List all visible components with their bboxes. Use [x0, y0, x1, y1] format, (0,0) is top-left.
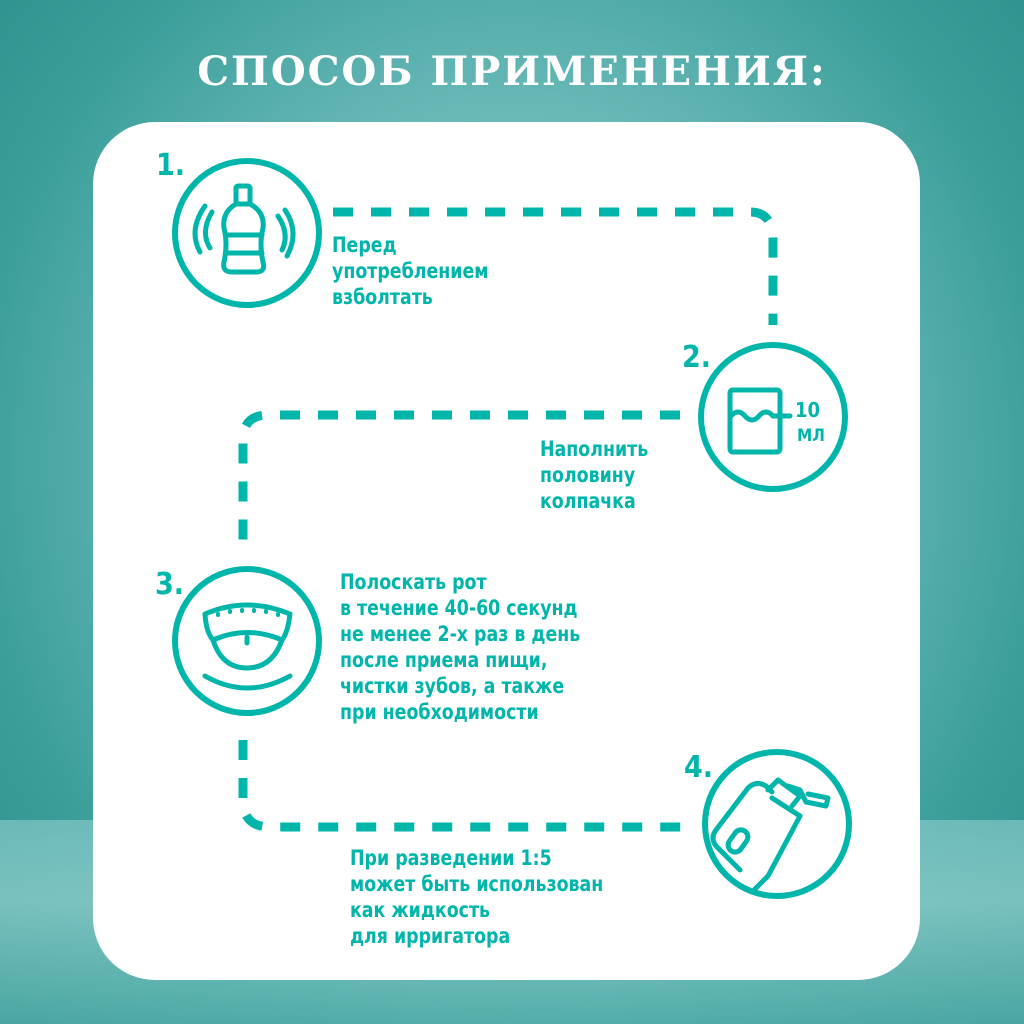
step-3-text: Полоскать рот в течение 40-60 секунд не … [340, 570, 581, 724]
page-title: СПОСОБ ПРИМЕНЕНИЯ: [197, 48, 827, 95]
step-1-circle [172, 158, 322, 308]
step-4-text: При разведении 1:5 может быть использова… [350, 846, 604, 948]
measuring-cap-icon [727, 387, 793, 455]
step-3-number: 3. [155, 567, 185, 602]
step-2-circle [698, 342, 848, 492]
dose-unit: МЛ [797, 426, 825, 446]
step-1-number: 1. [156, 148, 186, 183]
dose-value: 10 [795, 398, 821, 422]
irrigator-icon [710, 777, 831, 895]
step-1-text: Перед употреблением взболтать [332, 233, 489, 309]
step-4-number: 4. [684, 750, 714, 785]
instructions-card [93, 122, 920, 980]
step-3-circle [172, 566, 322, 716]
dashed-path [238, 207, 778, 832]
shaking-bottle-icon [192, 183, 296, 275]
step-2-text: Наполнить половину колпачка [540, 437, 649, 513]
step-2-number: 2. [682, 340, 712, 375]
open-mouth-icon [202, 602, 293, 691]
step-4-circle [702, 749, 852, 899]
